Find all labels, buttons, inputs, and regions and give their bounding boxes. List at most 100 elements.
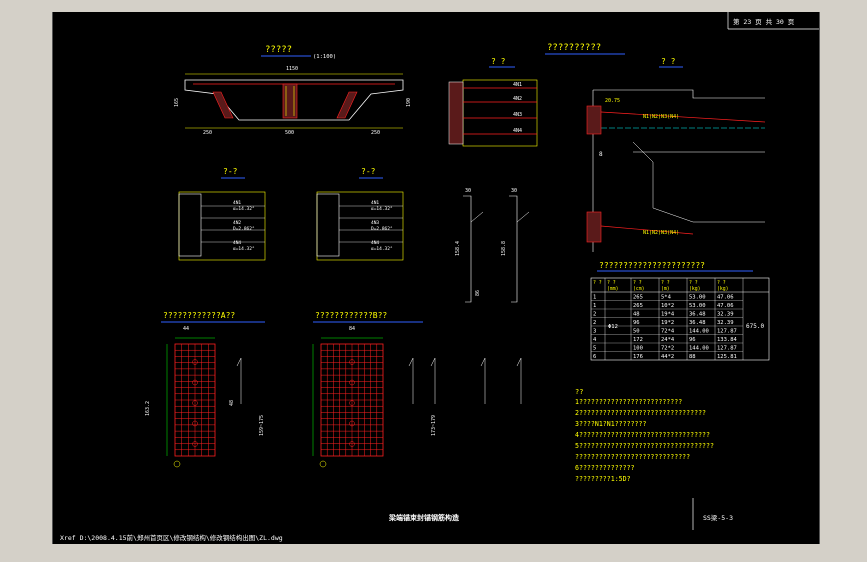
view-b-title: ? ?: [661, 57, 676, 66]
cad-viewport[interactable]: 第 23 页 共 30 页 ????? (1:100) 1150 250 500…: [52, 12, 820, 544]
bar-hook-small: [516, 357, 522, 404]
svg-text:158.8: 158.8: [501, 241, 507, 256]
section-c-tendons: [201, 205, 265, 243]
angle-label: D=2.862°: [371, 226, 393, 232]
mesh-b-grid: [312, 337, 384, 468]
table-cell-diameter: Φ12: [608, 324, 618, 330]
angle-label: D=2.862°: [233, 226, 255, 232]
dim-500: 500: [285, 130, 294, 136]
table-cell: 72*2: [661, 346, 674, 352]
table-cell: 176: [633, 354, 643, 360]
angle-label: α=14.32°: [233, 246, 255, 252]
bar-detail-1: 30 158.4 86: [455, 188, 484, 303]
dim-250-right: 250: [371, 130, 380, 136]
section-d-tendons: [339, 205, 403, 243]
anchor-outline: [593, 89, 765, 99]
table-cell: 88: [689, 354, 696, 360]
table-cell: 1: [593, 295, 596, 301]
table-cell: 127.87: [717, 329, 737, 335]
tendon-label: 4N1: [513, 82, 522, 88]
table-header: ? ?: [717, 280, 726, 286]
anchor-tendon: [600, 111, 766, 123]
mesh-a-title: ????????????A??: [163, 311, 235, 320]
svg-text:30: 30: [511, 188, 517, 194]
angle-label: α=14.32°: [371, 206, 393, 212]
dim-250-left: 250: [203, 130, 212, 136]
mesh-callout: [173, 460, 181, 468]
tendon-label: 4N4: [513, 128, 522, 134]
mesh-callout: [319, 460, 327, 468]
angle-label: α=14.32°: [371, 246, 393, 252]
note-line: 2????????????????????????????????: [575, 409, 706, 417]
table-cell-total: 675.0: [746, 323, 764, 330]
mesh-duct: [349, 379, 355, 386]
mesh-duct: [192, 420, 198, 427]
svg-text:158.4: 158.4: [455, 241, 461, 256]
mesh-a-dim: 48: [229, 400, 235, 406]
table-cell: 36.48: [689, 320, 706, 326]
file-path: Xref D:\2008.4.15前\郑州首页区\修改钢结构\修改钢结构出图\Z…: [60, 534, 283, 542]
table-cell: 19*4: [661, 312, 675, 318]
web-left: [212, 91, 234, 119]
table-cell: 5: [593, 346, 596, 352]
angle-label: 4N4: [233, 240, 241, 246]
anchor-zone: [282, 83, 298, 119]
bar-detail-2: 30 158.8: [501, 188, 530, 303]
table-cell: 144.00: [689, 329, 709, 335]
anchor-view-title: ??????????: [547, 43, 601, 53]
mesh-b-hook: [408, 357, 414, 404]
anchor-plate-top: [586, 105, 602, 135]
note-line: 5??????????????????????????????????: [575, 442, 714, 450]
view-d-title: ?-?: [361, 167, 376, 176]
table-cell: 50: [633, 329, 640, 335]
tendon-label: 4N2: [513, 96, 522, 102]
table-header: (cm): [633, 286, 645, 292]
note-line: 3????N1?N1????????: [575, 420, 646, 428]
table-header: ? ?: [633, 280, 642, 286]
angle-label: 4N1: [371, 200, 379, 206]
table-cell: 4: [593, 337, 597, 343]
mesh-duct: [192, 379, 198, 386]
table-header: (m): [661, 286, 670, 292]
svg-text:30: 30: [465, 188, 471, 194]
table-cell: 32.39: [717, 312, 734, 318]
anchor-label: 8: [599, 151, 603, 158]
table-cell: 72*4: [661, 329, 675, 335]
note-line: 4?????????????????????????????????: [575, 431, 710, 439]
mesh-a-dim: 44: [183, 326, 189, 332]
anchor-tendon: [600, 225, 694, 235]
view-a-block: [448, 81, 464, 145]
table-cell: 125.81: [717, 354, 737, 360]
mesh-duct: [349, 420, 355, 427]
status-bar: Xref D:\2008.4.15前\郑州首页区\修改钢结构\修改钢结构出图\Z…: [0, 532, 867, 550]
table-cell: 10*2: [661, 303, 674, 309]
table-header: ? ?: [689, 280, 698, 286]
angle-label: 4N2: [233, 220, 241, 226]
table-cell: 96: [633, 320, 640, 326]
view-a-frame: [462, 79, 538, 147]
table-cell: 24*4: [661, 337, 675, 343]
table-cell: 127.87: [717, 346, 737, 352]
mesh-b-dim: 84: [349, 326, 355, 332]
notes-heading: ??: [575, 388, 583, 396]
web-right: [336, 91, 358, 119]
mesh-b-hook: [430, 357, 436, 404]
note-line: 1??????????????????????????: [575, 398, 682, 406]
mesh-duct: [192, 359, 198, 365]
view-a-title: ? ?: [491, 57, 506, 66]
dim-165: 165: [174, 98, 180, 107]
section-main-scale: (1:100): [313, 54, 336, 60]
anchor-spec: 20.75: [605, 98, 620, 104]
mesh-duct: [192, 441, 198, 447]
angle-label: α=14.32°: [233, 206, 255, 212]
table-header: (kg): [689, 286, 701, 292]
bar-hook-small: [480, 357, 486, 404]
note-line: 6??????????????: [575, 464, 635, 472]
mesh-a-dim: 159~175: [259, 415, 265, 436]
table-cell: 100: [633, 346, 643, 352]
drawing-number: SS梁-5-3: [703, 513, 733, 522]
table-cell: 2: [593, 312, 596, 318]
dim-190: 190: [406, 98, 412, 107]
table-cell: 265: [633, 303, 643, 309]
svg-text:86: 86: [475, 290, 481, 296]
